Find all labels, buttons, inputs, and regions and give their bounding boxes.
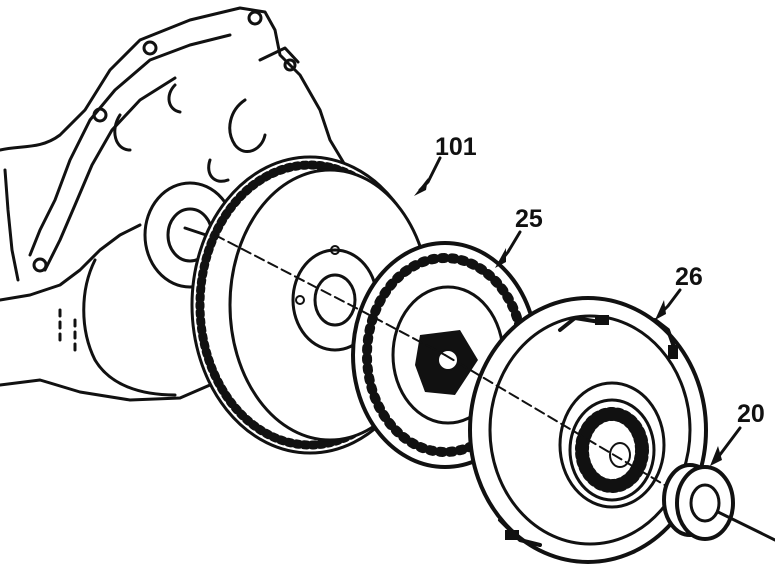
release-bearing xyxy=(662,463,775,542)
callout-20: 20 xyxy=(710,400,765,466)
callout-101: 101 xyxy=(414,133,477,196)
pressure-plate xyxy=(444,296,708,564)
diaphragm-spring xyxy=(568,398,656,502)
callout-26: 26 xyxy=(655,263,703,320)
callout-label-101: 101 xyxy=(435,133,477,161)
callout-label-20: 20 xyxy=(737,400,765,428)
callout-25: 25 xyxy=(495,205,543,268)
callout-label-25: 25 xyxy=(515,205,543,233)
callout-label-26: 26 xyxy=(675,263,703,291)
